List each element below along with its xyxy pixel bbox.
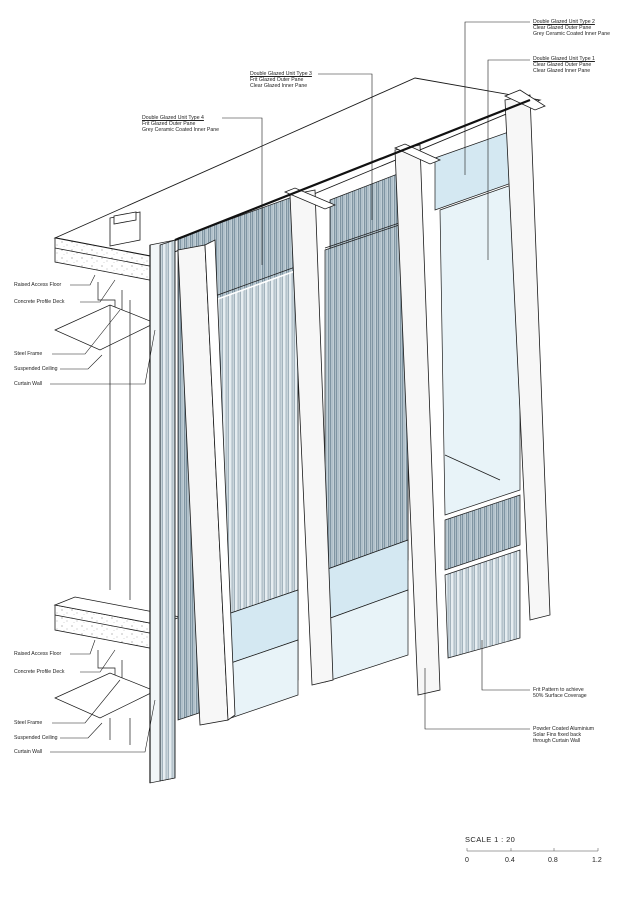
scale-title: SCALE 1 : 20 xyxy=(465,835,516,844)
annotation-line: Clear Glazed Inner Pane xyxy=(250,83,308,90)
top-rail xyxy=(174,98,531,242)
curtain-wall-edge xyxy=(149,239,176,784)
annotation-line: Frit Glazed Outer Pane xyxy=(142,121,196,128)
annotation-dgu-type-4: Double Glazed Unit Type 4 Frit Glazed Ou… xyxy=(142,115,219,134)
annotation-line: Clear Glazed Outer Pane xyxy=(533,25,592,32)
label-curtain-wall-lower: Curtain Wall xyxy=(14,749,43,755)
annotation-line: Clear Glazed Outer Pane xyxy=(533,62,592,69)
label-suspended-ceiling-upper: Suspended Ceiling xyxy=(14,366,58,372)
scale-bar: SCALE 1 : 20 0 0.4 0.8 1.2 xyxy=(465,835,602,864)
label-suspended-ceiling-lower: Suspended Ceiling xyxy=(14,735,58,741)
glazing-bay-3 xyxy=(434,127,521,659)
annotation-line: Frit Glazed Outer Pane xyxy=(250,77,304,84)
annotation-title: Double Glazed Unit Type 1 xyxy=(533,56,595,62)
scale-bar-graphic xyxy=(466,848,599,852)
label-raised-access-floor-lower: Raised Access Floor xyxy=(14,651,62,657)
label-concrete-profile-deck-upper: Concrete Profile Deck xyxy=(14,299,65,305)
annotation-line: Grey Ceramic Coated Inner Pane xyxy=(533,31,610,38)
annotation-title: Double Glazed Unit Type 4 xyxy=(142,115,204,121)
annotation-line: Frit Pattern to achieve xyxy=(533,687,584,693)
solar-fins xyxy=(177,89,551,726)
scale-tick-label: 0 xyxy=(465,857,469,864)
annotation-line: Solar Fins fixed back xyxy=(533,732,582,739)
label-steel-frame-lower: Steel Frame xyxy=(14,720,43,726)
annotation-dgu-type-2: Double Glazed Unit Type 2 Clear Glazed O… xyxy=(533,19,610,38)
label-curtain-wall-upper: Curtain Wall xyxy=(14,381,43,387)
label-concrete-profile-deck-lower: Concrete Profile Deck xyxy=(14,669,65,675)
leader-lines xyxy=(50,21,530,753)
annotation-title: Double Glazed Unit Type 3 xyxy=(250,71,312,77)
label-steel-frame-upper: Steel Frame xyxy=(14,351,43,357)
annotation-line: 50% Surface Coverage xyxy=(533,693,587,700)
glazing-bay-2 xyxy=(324,169,409,683)
label-raised-access-floor-upper: Raised Access Floor xyxy=(14,282,62,288)
upper-steel-frame xyxy=(54,282,156,620)
annotation-title: Double Glazed Unit Type 2 xyxy=(533,19,595,25)
annotation-solar-fins: Powder Coated Aluminium Solar Fins fixed… xyxy=(533,726,594,745)
annotation-line: Grey Ceramic Coated Inner Pane xyxy=(142,127,219,134)
scale-tick-label: 1.2 xyxy=(592,857,602,864)
annotation-line: Clear Glazed Inner Pane xyxy=(533,68,591,75)
scale-tick-label: 0.4 xyxy=(505,857,515,864)
lower-floor-slab xyxy=(53,596,182,651)
annotation-frit-pattern: Frit Pattern to achieve 50% Surface Cove… xyxy=(533,687,587,699)
scale-tick-label: 0.8 xyxy=(548,857,558,864)
annotation-dgu-type-1: Double Glazed Unit Type 1 Clear Glazed O… xyxy=(533,56,595,75)
annotation-dgu-type-3: Double Glazed Unit Type 3 Frit Glazed Ou… xyxy=(250,71,312,90)
annotation-line: through Curtain Wall xyxy=(533,738,581,745)
annotation-line: Powder Coated Aluminium xyxy=(533,726,595,732)
